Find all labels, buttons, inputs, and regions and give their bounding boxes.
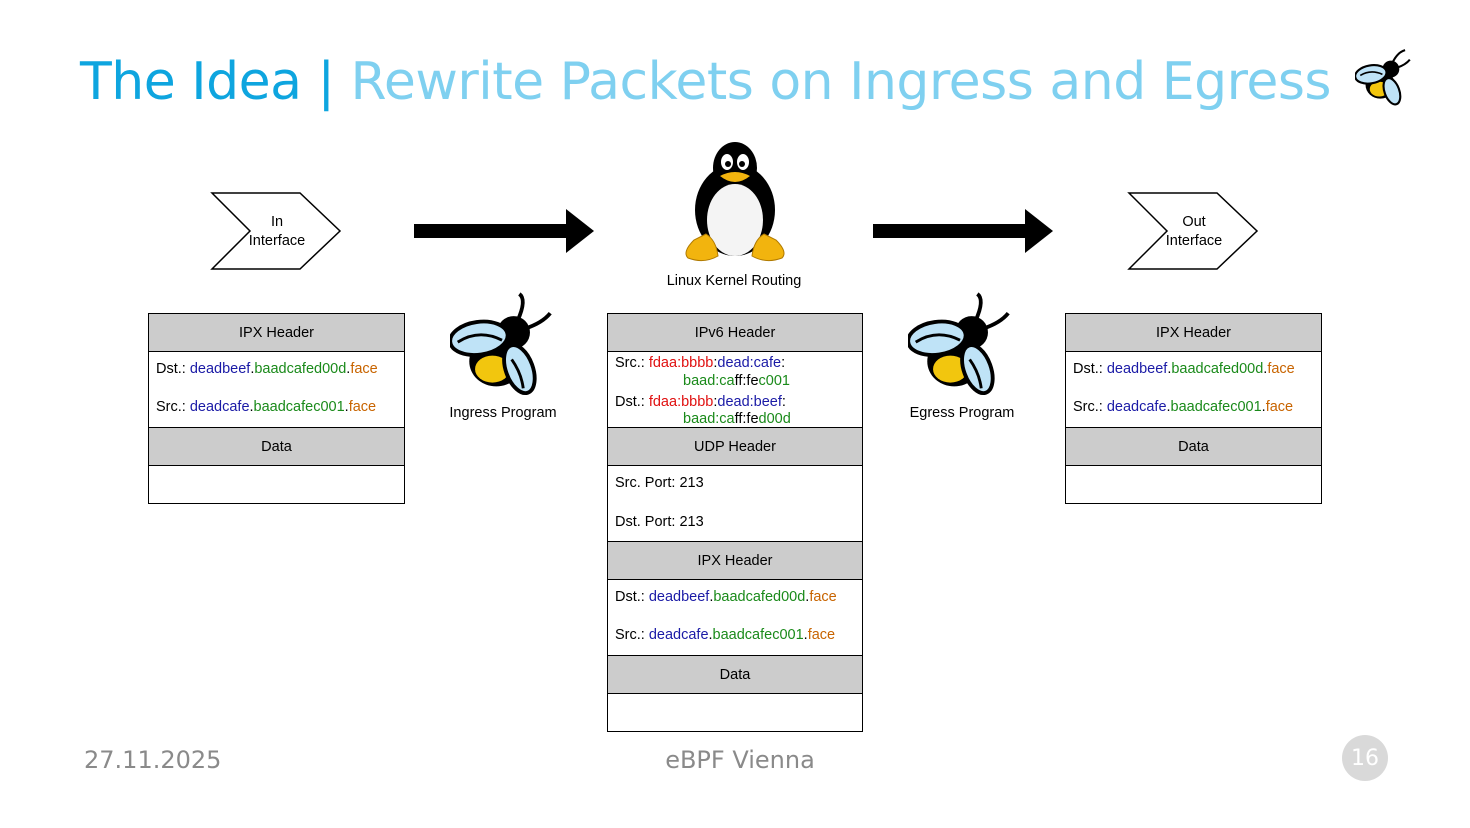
ipx-src: Src.: deadcafe.baadcafec001.face [615,627,836,643]
ipv6-src: Src.: fdaa:bbbb:dead:cafe: [615,355,786,371]
bee-icon [1355,49,1411,106]
left-packet: IPX Header Dst.: deadbeef.baadcafed00d.f… [148,313,405,504]
slide-title: The Idea | Rewrite Packets on Ingress an… [80,52,1332,112]
ipx-addresses: Dst.: deadbeef.baadcafed00d.face Src.: d… [608,580,862,656]
in-interface-line1: In [270,214,284,230]
title-main: The Idea [80,52,302,112]
src-prefix: Src.: [1073,399,1107,415]
src-prefix: Src.: [615,627,649,643]
ipx-addresses: Dst.: deadbeef.baadcafed00d.face Src.: d… [149,352,404,428]
bee-icon [450,292,552,396]
src-socket: face [348,399,377,415]
ipx-dst: Dst.: deadbeef.baadcafed00d.face [615,589,837,605]
udp-header-cell: UDP Header [608,428,862,466]
in-interface-shape [210,192,342,270]
dst-prefix: Dst.: [156,361,190,377]
udp-ports: Src. Port: 213 Dst. Port: 213 [608,466,862,542]
dst-net-part: dead:beef [717,394,782,410]
ipx-addresses: Dst.: deadbeef.baadcafed00d.face Src.: d… [1066,352,1321,428]
src-socket: face [1265,399,1294,415]
dst-net: deadbeef [1106,361,1168,377]
data-cell [149,466,404,503]
ipx-dst: Dst.: deadbeef.baadcafed00d.face [1073,361,1295,377]
ipv6-dst-cont: baad:caff:fed00d [683,410,791,428]
src-net: deadcafe [189,399,250,415]
src-prefix: Src.: [615,355,649,371]
dst-iface-b: ff:fe [734,411,759,427]
dst-iface-a: baad:ca [683,411,735,427]
dst-prefix-part: fdaa:bbbb [648,394,714,410]
ipx-header-cell: IPX Header [608,542,862,580]
footer-event: eBPF Vienna [665,746,815,774]
bee-icon [908,292,1010,396]
dst-socket: face [809,589,837,605]
data-header-cell: Data [149,428,404,466]
dst-node: baadcafed00d [254,361,347,377]
src-node: baadcafec001 [1170,399,1262,415]
ipv6-header-cell: IPv6 Header [608,314,862,352]
ipx-header-cell: IPX Header [149,314,404,352]
footer-date: 27.11.2025 [84,746,222,774]
src-node: baadcafec001 [712,627,804,643]
udp-dst-port: Dst. Port: 213 [615,514,704,530]
title-subtitle: Rewrite Packets on Ingress and Egress [350,52,1332,112]
ipx-header-cell: IPX Header [1066,314,1321,352]
in-interface-line2: Interface [248,233,306,249]
ipx-dst: Dst.: deadbeef.baadcafed00d.face [156,361,378,377]
page-number: 16 [1342,735,1388,781]
tux-penguin-icon [685,142,785,262]
data-cell [1066,466,1321,503]
src-iface-c: c001 [758,373,790,389]
dst-prefix: Dst.: [615,589,649,605]
out-interface-line1: Out [1182,214,1206,230]
out-interface-line2: Interface [1165,233,1223,249]
src-prefix: Src.: [156,399,190,415]
data-header-cell: Data [1066,428,1321,466]
dst-net: deadbeef [189,361,251,377]
udp-src-port: Src. Port: 213 [615,475,704,491]
in-interface-label: In Interface [210,213,344,251]
ingress-program-label: Ingress Program [449,405,557,421]
dst-socket: face [350,361,378,377]
dst-socket: face [1267,361,1295,377]
ipv6-src-cont: baad:caff:fec001 [683,372,790,390]
ipv6-dst: Dst.: fdaa:bbbb:dead:beef: [615,394,786,410]
arrow-right-icon [873,209,1053,253]
src-net: deadcafe [648,627,709,643]
data-cell [608,694,862,731]
ipv6-addresses: Src.: fdaa:bbbb:dead:cafe: baad:caff:fec… [608,352,862,428]
ipx-src: Src.: deadcafe.baadcafec001.face [1073,399,1294,415]
src-node: baadcafec001 [253,399,345,415]
src-net-part: dead:cafe [717,355,782,371]
out-interface-shape [1127,192,1259,270]
ipx-src: Src.: deadcafe.baadcafec001.face [156,399,377,415]
dst-prefix: Dst.: [615,394,649,410]
dst-node: baadcafed00d [713,589,806,605]
dst-iface-c: d00d [758,411,791,427]
egress-program-label: Egress Program [909,405,1015,421]
src-socket: face [807,627,836,643]
arrow-right-icon [414,209,594,253]
dst-prefix: Dst.: [1073,361,1107,377]
out-interface-label: Out Interface [1127,213,1261,251]
src-iface-b: ff:fe [734,373,759,389]
right-packet: IPX Header Dst.: deadbeef.baadcafed00d.f… [1065,313,1322,504]
src-net: deadcafe [1106,399,1167,415]
kernel-routing-label: Linux Kernel Routing [666,273,802,289]
src-prefix-part: fdaa:bbbb [648,355,714,371]
data-header-cell: Data [608,656,862,694]
dst-net: deadbeef [648,589,710,605]
src-iface-a: baad:ca [683,373,735,389]
title-separator: | [317,52,335,112]
middle-packet: IPv6 Header Src.: fdaa:bbbb:dead:cafe: b… [607,313,863,732]
dst-node: baadcafed00d [1171,361,1264,377]
